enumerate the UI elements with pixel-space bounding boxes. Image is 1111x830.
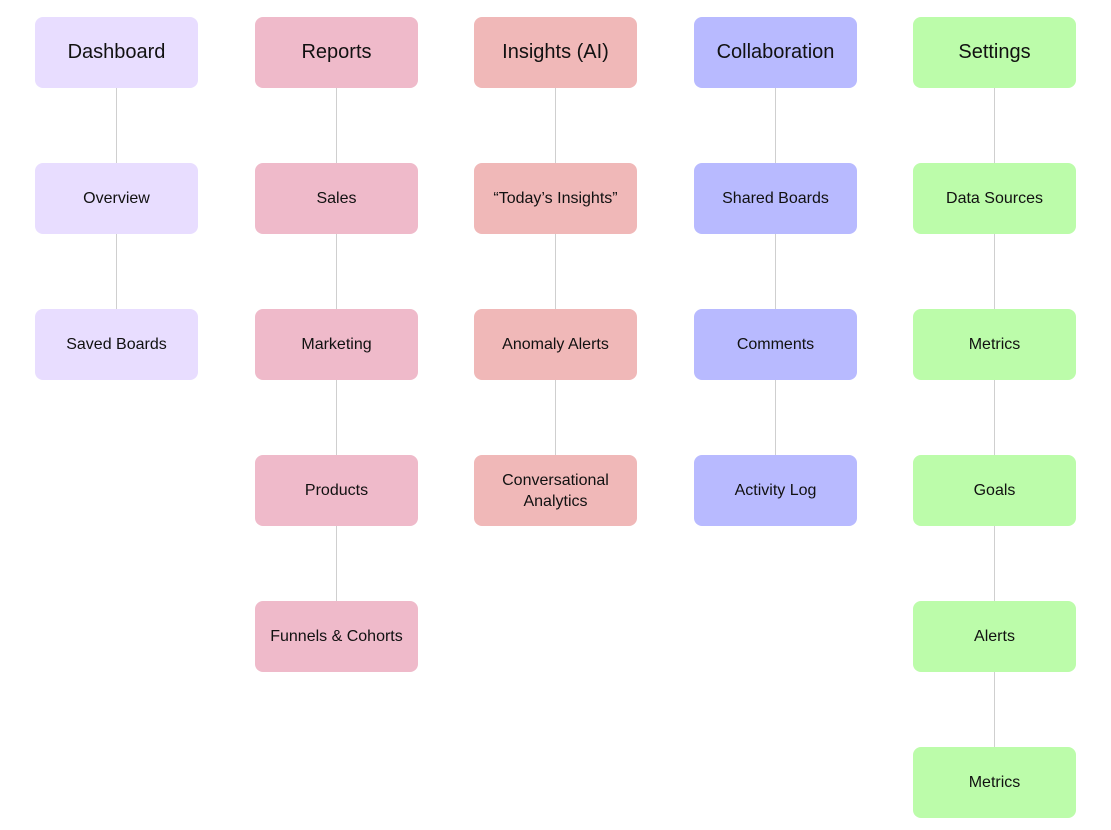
node-metrics[interactable]: Metrics [913,309,1076,380]
node-funnels-cohorts[interactable]: Funnels & Cohorts [255,601,418,672]
node-activity-log[interactable]: Activity Log [694,455,857,526]
column-insights: Insights (AI) “Today’s Insights” Anomaly… [474,17,637,526]
node-insights-ai[interactable]: Insights (AI) [474,17,637,88]
connector-line [555,88,556,526]
node-alerts[interactable]: Alerts [913,601,1076,672]
column-settings: Settings Data Sources Metrics Goals Aler… [913,17,1076,818]
node-products[interactable]: Products [255,455,418,526]
node-sales[interactable]: Sales [255,163,418,234]
node-collaboration[interactable]: Collaboration [694,17,857,88]
connector-line [775,88,776,526]
node-shared-boards[interactable]: Shared Boards [694,163,857,234]
connector-line [994,88,995,818]
connector-line [336,88,337,672]
node-reports[interactable]: Reports [255,17,418,88]
node-goals[interactable]: Goals [913,455,1076,526]
column-dashboard: Dashboard Overview Saved Boards [35,17,198,380]
node-anomaly-alerts[interactable]: Anomaly Alerts [474,309,637,380]
node-conversational-analytics[interactable]: Conversational Analytics [474,455,637,526]
node-overview[interactable]: Overview [35,163,198,234]
node-marketing[interactable]: Marketing [255,309,418,380]
node-todays-insights[interactable]: “Today’s Insights” [474,163,637,234]
node-dashboard[interactable]: Dashboard [35,17,198,88]
node-settings[interactable]: Settings [913,17,1076,88]
node-saved-boards[interactable]: Saved Boards [35,309,198,380]
column-collaboration: Collaboration Shared Boards Comments Act… [694,17,857,526]
connector-line [116,88,117,380]
column-reports: Reports Sales Marketing Products Funnels… [255,17,418,672]
node-metrics-2[interactable]: Metrics [913,747,1076,818]
node-comments[interactable]: Comments [694,309,857,380]
node-data-sources[interactable]: Data Sources [913,163,1076,234]
